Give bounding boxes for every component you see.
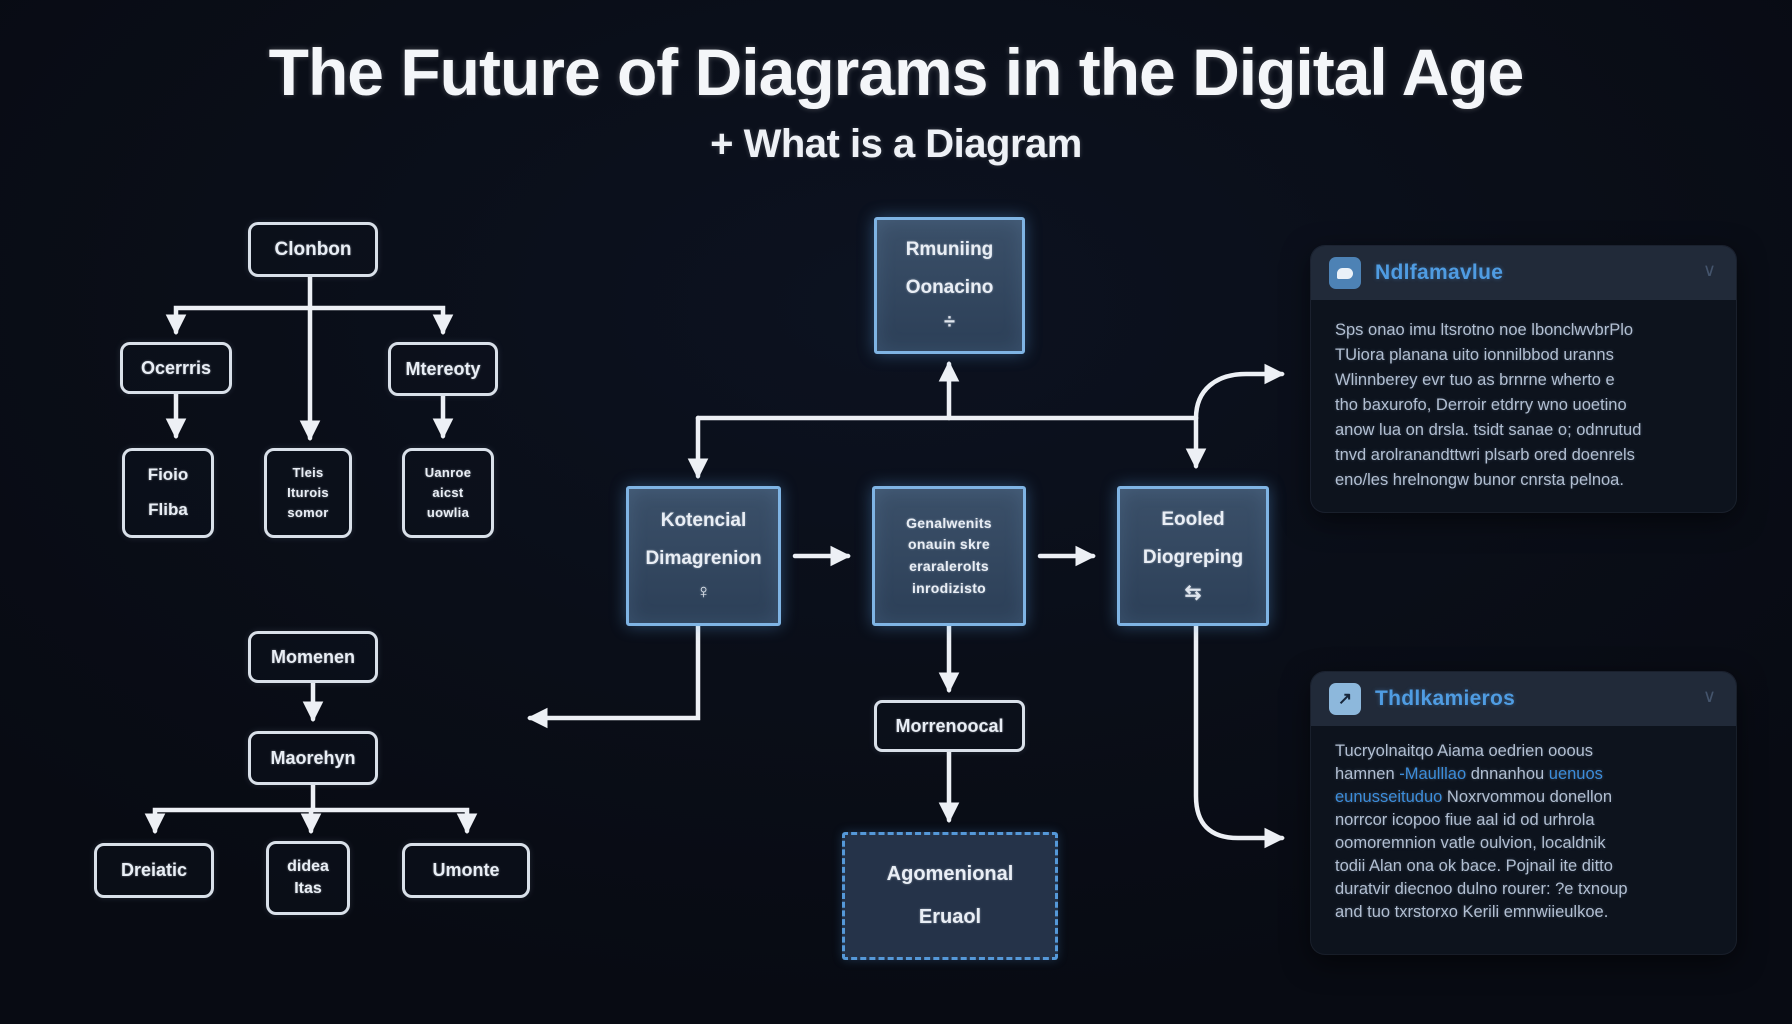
info-panel-2-title: Thdlkamieros [1375,687,1516,710]
info-panel-2-body: Tucryolnaitqo Aiama oedrien ooous hamnen… [1311,726,1736,944]
info-panel-2-header: ↗ Thdlkamieros ∨ [1311,672,1736,726]
page-title: The Future of Diagrams in the Digital Ag… [268,35,1525,109]
node-level3-1: Fioio Fliba [122,448,214,538]
female-glyph-icon: ♀ [696,581,711,604]
node-level3-3: Uanroe aicst uowlia [402,448,494,538]
node-root: Clonbon [248,222,378,277]
flow-step-3: Eooled Diogreping ⇆ [1117,486,1269,626]
node-level3-2: Tleis Iturois somor [264,448,352,538]
swap-arrows-icon: ⇆ [1184,582,1202,605]
flow-final-node: Agomenional Eruaol [842,832,1058,960]
divide-glyph-icon: ÷ [944,310,955,333]
chevron-down-icon: ∨ [1702,260,1716,280]
speech-bubble-icon [1329,257,1361,289]
node-level4-right: Umonte [402,843,530,898]
body-line: duratvir diecnoo dulno rourer: ?e txnoup [1335,880,1628,898]
body-line: norrcor icopoo fiue aal id od urhrola [1335,811,1595,829]
info-panel-1: Ndlfamavlue ∨ Sps onao imu ltsrotno noe … [1311,246,1736,512]
chevron-down-icon: ∨ [1702,686,1716,706]
info-panel-2: ↗ Thdlkamieros ∨ Tucryolnaitqo Aiama oed… [1311,672,1736,954]
flow-step-2: Genalwenits onauin skre eraralerolts inr… [872,486,1026,626]
info-panel-1-header: Ndlfamavlue ∨ [1311,246,1736,300]
body-line: and tuo txrstorxo Kerili emnwiieulkoe. [1335,903,1609,921]
node-chain-1: Momenen [248,631,378,683]
node-chain-2: Maorehyn [248,731,378,785]
flow-result-node: Morrenoocal [874,700,1025,752]
node-level4-left: Dreiatic [94,843,214,898]
info-panel-1-title: Ndlfamavlue [1375,261,1504,284]
body-line: hamnen -Maulllao dnnanhou uenuos [1335,765,1603,783]
info-panel-1-body: Sps onao imu ltsrotno noe lbonclwvbrPlo … [1335,321,1642,489]
flow-step-1: Kotencial Dimagrenion ♀ [626,486,781,626]
body-line: Tucryolnaitqo Aiama oedrien ooous [1335,742,1594,760]
arrow-up-right-icon: ↗ [1329,683,1361,715]
body-line: oomoremnion vatle oulvion, localdnik [1335,834,1606,852]
page-subtitle: + What is a Diagram [710,122,1082,166]
body-line: todii Alan ona ok bace. Pojnail ite ditt… [1335,857,1613,875]
body-line: eunusseituduo Noxrvommou donellon [1335,788,1613,806]
link-text: eunusseituduo [1335,788,1443,806]
node-level2-left: Ocerrris [120,342,232,394]
link-text: uenuos [1548,765,1603,783]
node-level4-mid: didea Itas [266,841,350,915]
node-level2-right: Mtereoty [388,342,498,396]
link-text: -Maulllao [1399,765,1467,783]
flow-top-node: Rmuniing Oonacino ÷ [874,217,1025,354]
